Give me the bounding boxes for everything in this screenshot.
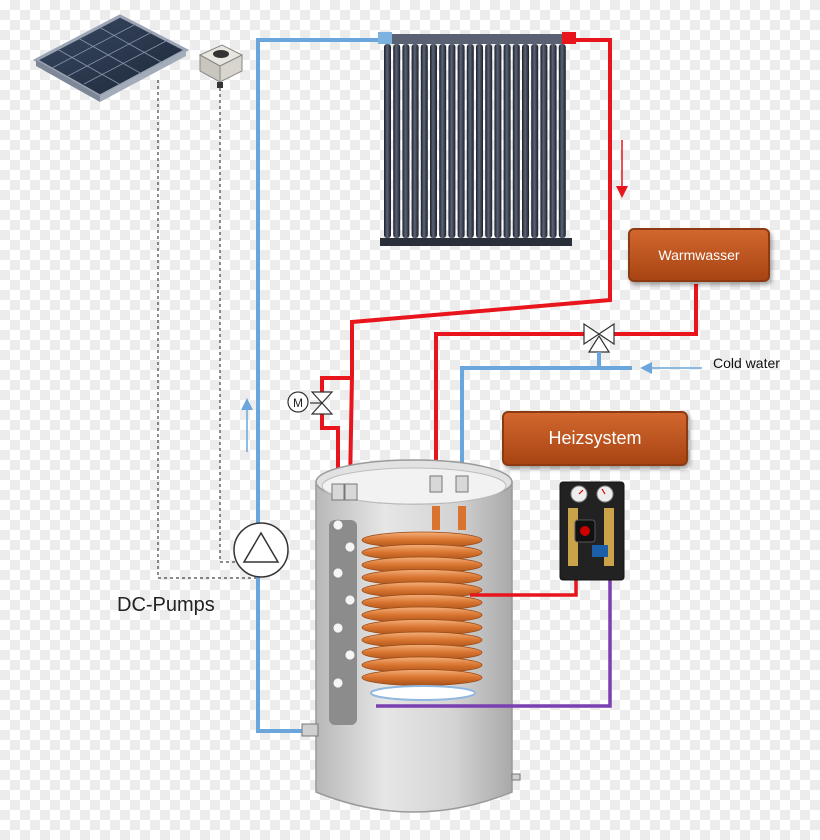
heating-pump-station-icon: [559, 481, 625, 581]
collector-tube: [522, 44, 529, 238]
motor-valve-icon: [287, 391, 334, 415]
heizsystem-label-box: Heizsystem: [502, 411, 688, 466]
warmwasser-label-box: Warmwasser: [628, 228, 770, 282]
sensor-port: [344, 541, 356, 553]
sensor-port: [332, 677, 344, 689]
circulation-pump-icon: [233, 522, 289, 578]
collector-tube: [476, 44, 483, 238]
solar-panel-icon: [32, 14, 190, 102]
collector-tube: [549, 44, 557, 238]
controller-icon: [198, 44, 244, 88]
dc-pumps-label: DC-Pumps: [117, 594, 215, 616]
cold-solar-pipe: [256, 38, 384, 733]
sensor-port: [332, 622, 344, 634]
warmwasser-label: Warmwasser: [658, 247, 740, 263]
heat-exchanger-coil: [361, 506, 483, 701]
heating-supply-pipe: [470, 578, 578, 597]
collector-tube: [439, 44, 447, 238]
control-wires: [157, 80, 258, 579]
collector-tube: [466, 44, 474, 238]
collector-tube: [512, 44, 520, 238]
tank-connectors: [331, 475, 469, 501]
sensor-port: [332, 567, 344, 579]
vacuum-tube-collector: [378, 32, 576, 246]
sensor-port: [344, 594, 356, 606]
motor-valve-branch: [320, 376, 352, 485]
hot-water-pipe: [434, 284, 698, 485]
three-way-valve-icon: [583, 322, 615, 353]
heating-return-pipe: [376, 578, 612, 708]
collector-tube: [411, 44, 419, 238]
collector-tube: [494, 44, 502, 238]
motor-valve-letter: M: [293, 396, 303, 410]
collector-tube: [384, 44, 391, 238]
cold-water-label: Cold water: [713, 355, 780, 371]
sensor-port: [332, 519, 344, 531]
collector-tube: [420, 44, 428, 238]
cold-water-pipe: [460, 352, 632, 485]
hot-solar-pipe: [348, 38, 612, 486]
collector-tube: [531, 44, 539, 238]
sensor-port: [344, 649, 356, 661]
collector-tube: [485, 44, 493, 238]
collector-tube: [448, 44, 456, 238]
collector-tube: [558, 44, 566, 238]
collector-tube: [402, 44, 410, 238]
collector-tube: [540, 44, 548, 238]
collector-tube: [430, 44, 437, 238]
collector-tube: [457, 44, 465, 238]
collector-tube: [393, 44, 401, 238]
coil-turn: [361, 669, 483, 686]
heizsystem-label: Heizsystem: [548, 428, 642, 448]
collector-tube: [503, 44, 511, 238]
